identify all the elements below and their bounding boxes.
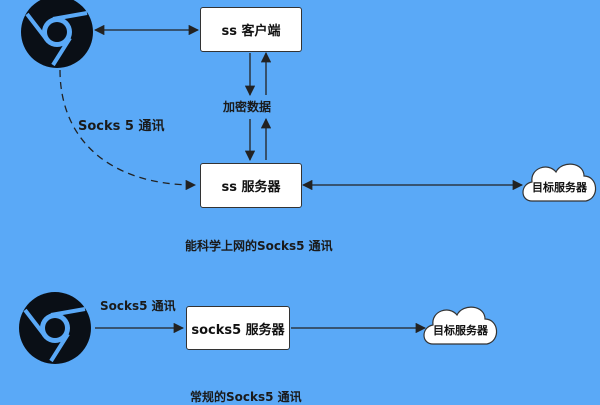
socks5-label-bottom: Socks5 通讯 (100, 299, 176, 313)
ss-client-label: ss 客户端 (221, 24, 281, 39)
ss-client-box: ss 客户端 (200, 7, 302, 52)
target-server-label-bottom: 目标服务器 (433, 324, 488, 337)
chrome-icon (21, 0, 93, 68)
encrypted-data-label: 加密数据 (223, 100, 272, 114)
socks5-label-top: Socks 5 通讯 (78, 119, 165, 134)
ss-server-label: ss 服务器 (221, 180, 281, 195)
bottom-caption: 常规的Socks5 通讯 (190, 390, 302, 404)
cloud-icon (522, 163, 597, 202)
cloud-icon (423, 306, 498, 345)
target-server-label-top: 目标服务器 (532, 181, 587, 194)
socks5-server-label: socks5 服务器 (191, 322, 285, 338)
ss-server-box: ss 服务器 (200, 163, 302, 208)
chrome-icon (19, 292, 91, 364)
socks5-dashed-curve (59, 69, 197, 191)
socks5-server-box: socks5 服务器 (186, 306, 290, 350)
top-caption: 能科学上网的Socks5 通讯 (185, 239, 333, 253)
